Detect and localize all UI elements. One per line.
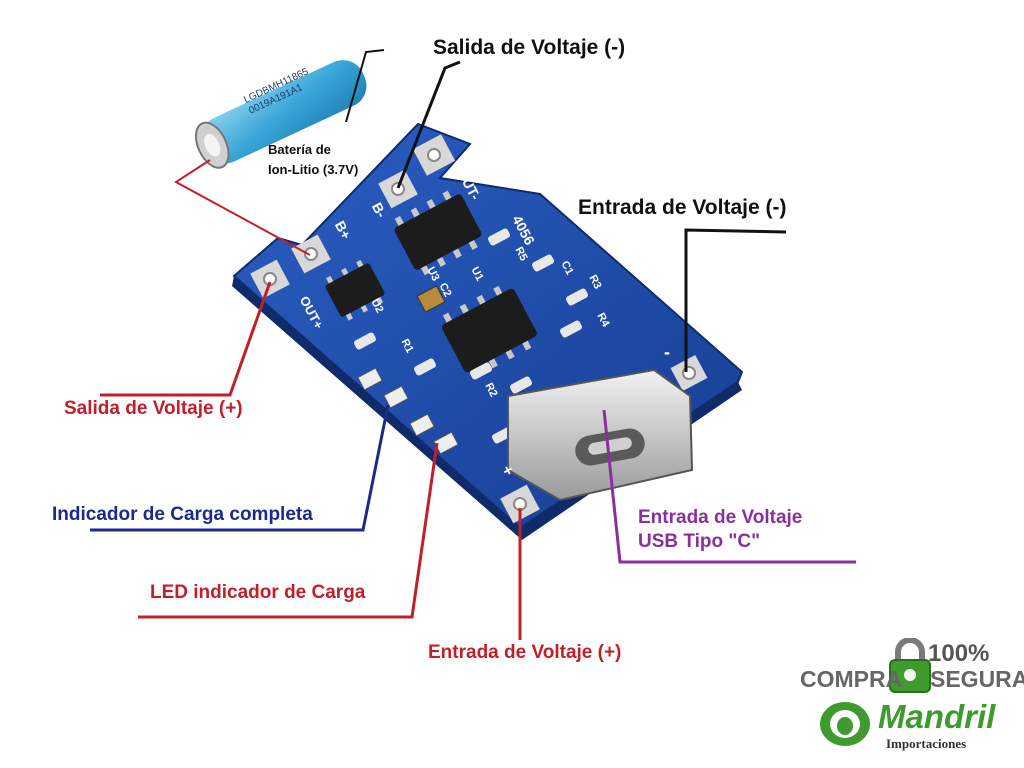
led-complete — [357, 367, 409, 409]
leader-salida-pos — [100, 281, 272, 397]
badge-compra: COMPRA — [800, 666, 903, 692]
silk-minus: - — [664, 342, 670, 362]
chip-u1 — [394, 190, 482, 276]
leader-led-carga — [138, 442, 439, 619]
badge-segura: SEGURA — [930, 666, 1024, 692]
label-bateria-line1: Batería de — [268, 142, 331, 157]
led-charging — [409, 413, 459, 455]
leader-battery-pos — [174, 159, 311, 256]
label-entrada-neg: Entrada de Voltaje (-) — [578, 196, 787, 219]
smd-components — [353, 228, 589, 444]
label-salida-pos: Salida de Voltaje (+) — [64, 398, 243, 419]
usb-c-connector — [507, 368, 694, 502]
leader-battery — [345, 49, 385, 123]
badge-brand: Mandril — [878, 698, 996, 735]
label-usb-line2: USB Tipo "C" — [638, 531, 761, 552]
badge-sub: Importaciones — [886, 736, 967, 751]
label-indicador-completa: Indicador de Carga completa — [52, 504, 313, 525]
label-led-carga: LED indicador de Carga — [150, 582, 366, 603]
label-usb: Entrada de Voltaje USB Tipo "C" — [638, 506, 802, 554]
pad-out-pos — [250, 259, 290, 299]
label-bateria: Batería de Ion-Litio (3.7V) — [268, 140, 398, 180]
label-usb-line1: Entrada de Voltaje — [638, 507, 803, 528]
badge-percent: 100% — [928, 640, 990, 667]
battery-cell — [195, 60, 367, 169]
leader-usb — [602, 409, 856, 564]
leader-indicador-completa — [90, 404, 390, 532]
leader-entrada-neg — [684, 228, 787, 372]
pad-out-neg — [412, 134, 456, 176]
padlock-icon — [889, 638, 931, 693]
pad-b-neg — [378, 169, 418, 209]
mandril-logo-icon — [820, 702, 870, 746]
security-badge: 100% COMPRA SEGURA Mandril Importaciones — [796, 636, 1024, 762]
label-bateria-line2: Ion-Litio (3.7V) — [268, 162, 359, 177]
pad-b-pos — [291, 234, 331, 274]
label-entrada-pos: Entrada de Voltaje (+) — [428, 642, 622, 663]
chip-u2 — [325, 259, 385, 321]
label-salida-neg: Salida de Voltaje (-) — [433, 36, 626, 59]
leader-salida-neg — [396, 60, 461, 189]
